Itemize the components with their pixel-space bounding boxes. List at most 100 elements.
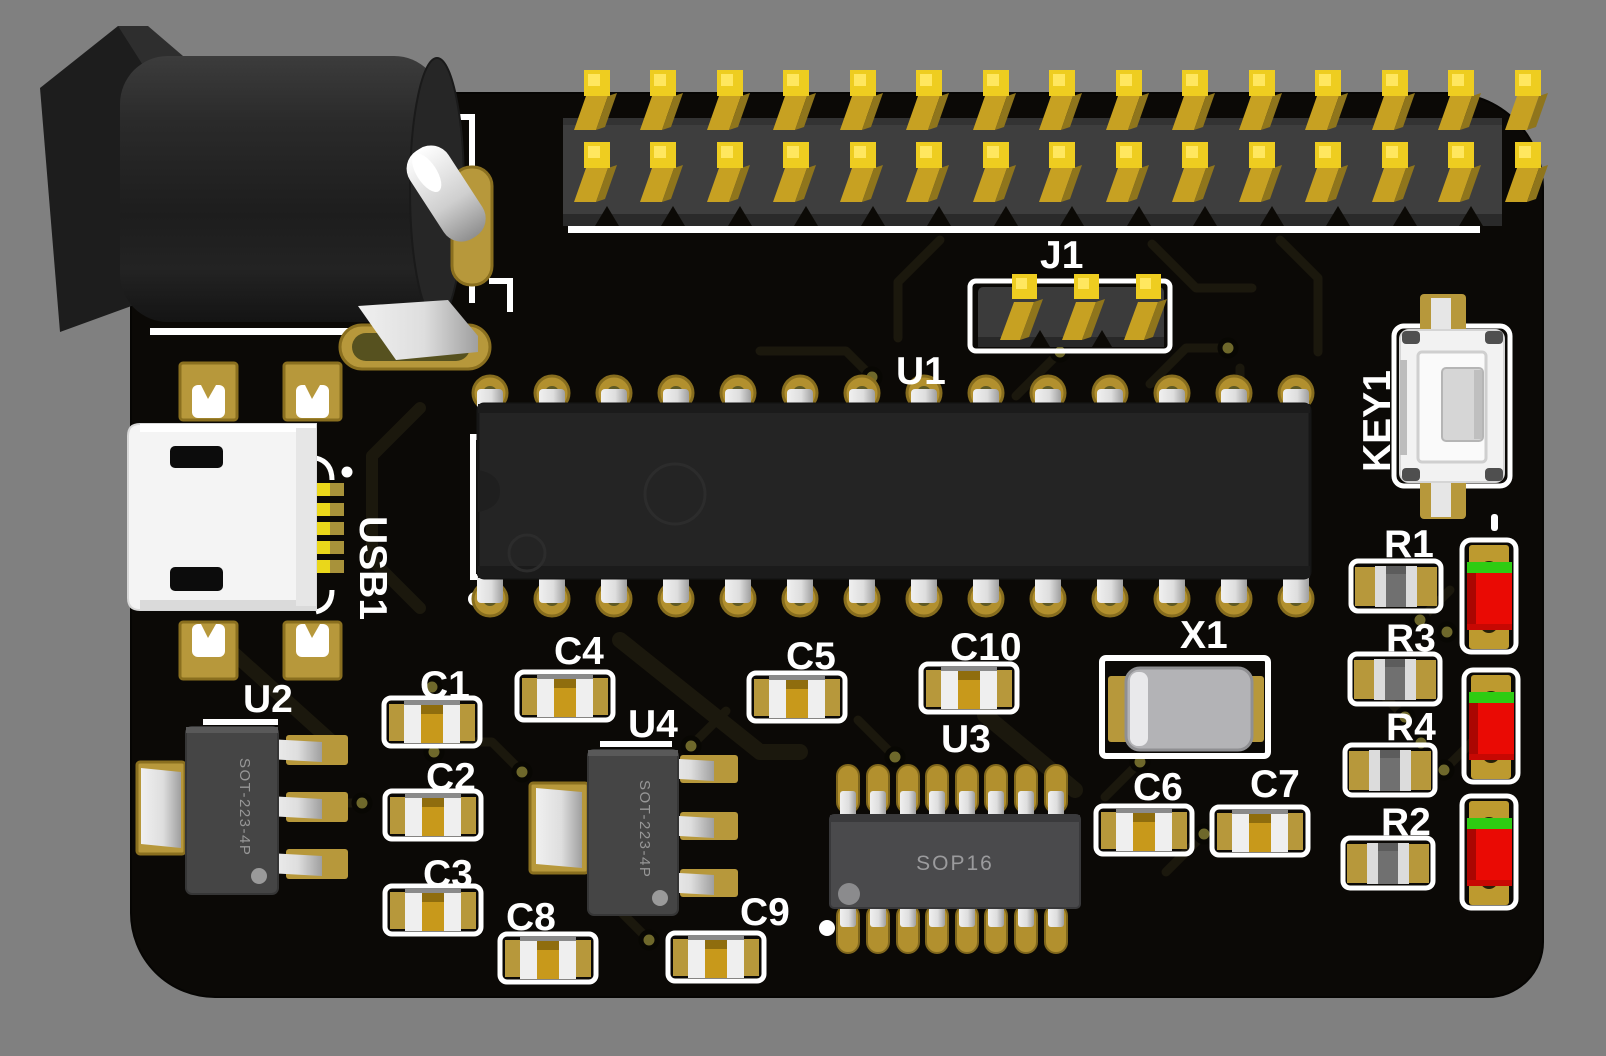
key1-plunger — [1441, 367, 1484, 442]
u1-mold-mark-1 — [643, 462, 707, 526]
resistor-r4 — [1345, 745, 1435, 795]
key1-corner-mark-bl — [1402, 468, 1420, 481]
header-body-top-edge — [563, 118, 1502, 125]
led-2 — [1464, 670, 1518, 782]
x1-body — [1124, 666, 1254, 752]
usb1-slot-bottom — [170, 567, 223, 591]
label-c5: C5 — [786, 635, 836, 678]
usb1-slot-top — [170, 446, 223, 468]
x1-body-highlight — [1130, 672, 1148, 746]
led-3 — [1462, 796, 1516, 908]
label-c8: C8 — [506, 896, 556, 939]
u2-tab — [141, 768, 181, 848]
u2-silkscreen-line — [203, 719, 278, 725]
label-u3: U3 — [941, 718, 991, 761]
main-pin-header — [563, 70, 1548, 226]
u2-body-top-edge — [186, 727, 278, 733]
label-usb1: USB1 — [351, 516, 394, 620]
label-r3: R3 — [1386, 617, 1436, 660]
usb1-shell-right-shade — [296, 428, 316, 606]
u4-tab — [536, 788, 582, 868]
u2-lead-2 — [268, 796, 322, 819]
u2-lead-3 — [268, 853, 322, 876]
j1-scallop-2 — [1092, 330, 1112, 347]
u4-body — [587, 749, 679, 916]
label-c10: C10 — [950, 626, 1022, 669]
j1-header — [967, 274, 1173, 354]
led1-silkscreen-mark — [1491, 514, 1498, 531]
key1-lead-bottom — [1431, 481, 1451, 517]
j1-body-bottom-edge — [978, 337, 1164, 347]
capacitor-c5 — [749, 673, 845, 721]
resistor-r1 — [1351, 561, 1441, 611]
usb-silkscreen-hook-top — [315, 455, 335, 481]
x1-crystal — [1099, 655, 1271, 759]
label-c9: C9 — [740, 891, 790, 934]
label-x1: X1 — [1180, 614, 1228, 657]
jack-center-pin — [406, 145, 486, 242]
header-pins-front-row — [574, 142, 1548, 202]
usb1-shell-bottom-edge — [140, 600, 316, 610]
u2-sot223: SOT-223-4P — [135, 719, 348, 895]
key1-button — [1391, 294, 1513, 519]
label-r1: R1 — [1384, 523, 1434, 566]
jack-solder-lug — [358, 300, 478, 360]
u4-sot223: SOT-223-4P — [528, 741, 738, 916]
label-key1: KEY1 — [1356, 370, 1399, 472]
u1-dip28 — [471, 374, 1315, 618]
header-body-bottom-edge — [563, 214, 1502, 226]
label-c3: C3 — [423, 853, 473, 896]
x1-silkscreen-outline — [1099, 655, 1271, 759]
u1-mold-mark-2 — [507, 533, 547, 573]
label-u1: U1 — [896, 350, 946, 393]
usb1-shell-top-edge — [140, 424, 316, 432]
header-body — [563, 118, 1502, 226]
resistor-r2 — [1343, 838, 1433, 888]
jack-silkscreen-bracket-low — [489, 278, 513, 312]
key1-corner-mark-tl — [1402, 331, 1420, 344]
key1-plunger-shade — [1474, 370, 1482, 439]
capacitor-c8 — [500, 934, 596, 982]
j1-scallop-1 — [1030, 330, 1050, 347]
u4-silkscreen-line — [600, 741, 672, 747]
u3-pin1-dot — [819, 920, 835, 936]
key1-lead-top — [1431, 298, 1451, 334]
dc-barrel-jack — [40, 26, 494, 371]
u2-package-marking: SOT-223-4P — [236, 758, 253, 856]
usb1-shell — [127, 423, 317, 611]
u2-body — [185, 726, 279, 895]
capacitor-c4 — [517, 672, 613, 720]
label-c7: C7 — [1250, 763, 1300, 806]
u4-package-marking: SOT-223-4P — [636, 780, 653, 878]
label-r4: R4 — [1386, 706, 1436, 749]
label-u4: U4 — [628, 703, 678, 746]
label-r2: R2 — [1381, 801, 1431, 844]
resistor-r3 — [1350, 654, 1440, 704]
label-c6: C6 — [1133, 766, 1183, 809]
capacitor-c6 — [1096, 806, 1192, 854]
capacitor-c9 — [668, 933, 764, 981]
usb-silkscreen-dot — [341, 466, 353, 478]
label-c1: C1 — [420, 664, 470, 707]
label-u2: U2 — [243, 678, 293, 721]
u1-body-top-edge — [478, 404, 1310, 413]
label-j1: J1 — [1040, 234, 1083, 277]
u4-body-top-edge — [588, 750, 678, 756]
u3-pin1-dot — [838, 883, 860, 905]
u1-body-bottom-edge — [478, 566, 1310, 578]
label-c4: C4 — [554, 630, 604, 673]
header-scallops — [595, 206, 1483, 226]
usb1-mount-pads — [178, 361, 343, 681]
jack-silkscreen-line — [150, 328, 363, 335]
u2-pin1-dot — [251, 868, 267, 884]
header-pins-back-row — [574, 70, 1548, 130]
u1-body — [476, 402, 1312, 580]
capacitor-c10 — [921, 664, 1017, 712]
key1-left-shade — [1400, 360, 1407, 455]
j1-silkscreen-outline — [967, 278, 1173, 354]
header-silkscreen-line — [568, 226, 1480, 233]
label-c2: C2 — [426, 756, 476, 799]
led-1 — [1462, 540, 1516, 652]
key1-corner-mark-tr — [1485, 331, 1503, 344]
